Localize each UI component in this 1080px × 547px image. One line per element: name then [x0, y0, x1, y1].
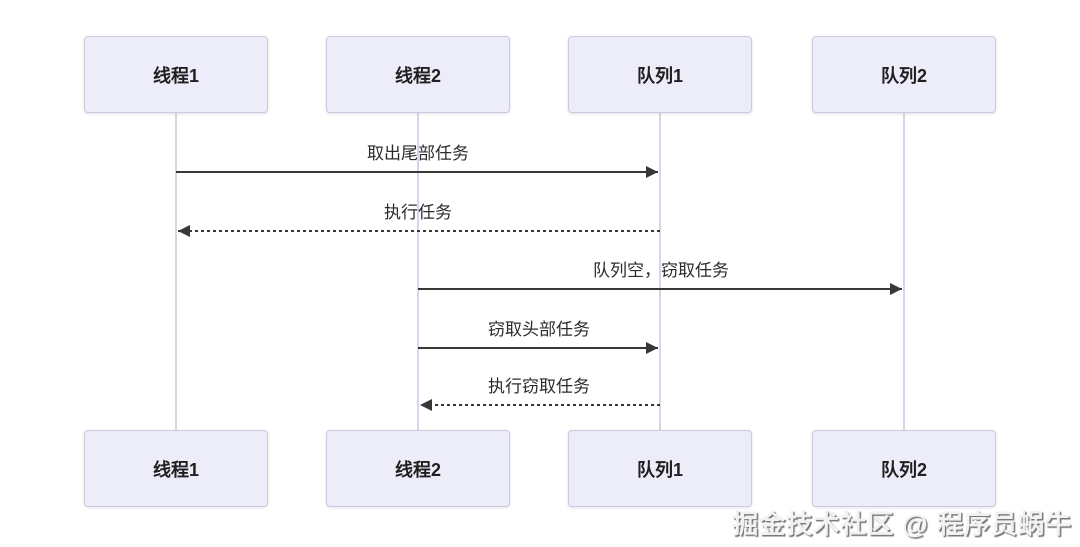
actor-top-queue1: 队列1	[568, 36, 752, 113]
actor-top-thread2: 线程2	[326, 36, 510, 113]
actor-top-thread1: 线程1	[84, 36, 268, 113]
message-arrows	[176, 166, 902, 411]
actor-bottom-thread1: 线程1	[84, 430, 268, 507]
message-label-execute-stolen-task: 执行窃取任务	[488, 377, 590, 396]
message-label-take-tail-task: 取出尾部任务	[367, 144, 469, 163]
message-label-execute-task: 执行任务	[384, 203, 452, 222]
message-label-steal-head-task: 窃取头部任务	[488, 320, 590, 339]
actor-top-queue2: 队列2	[812, 36, 996, 113]
message-label-queue-empty-steal-task: 队列空，窃取任务	[593, 261, 729, 280]
actor-bottom-queue2: 队列2	[812, 430, 996, 507]
actor-bottom-queue1: 队列1	[568, 430, 752, 507]
watermark-text: 掘金技术社区 @ 程序员蜗牛	[732, 509, 1072, 539]
actor-bottom-thread2: 线程2	[326, 430, 510, 507]
lifelines	[175, 113, 905, 431]
